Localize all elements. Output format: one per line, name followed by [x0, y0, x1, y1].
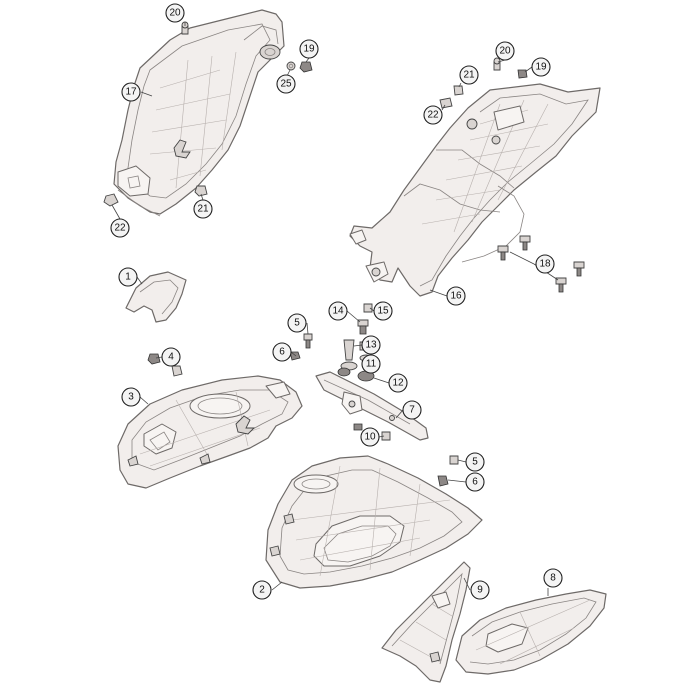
nut-19b [517, 69, 528, 79]
callout-9: 9 [470, 580, 490, 600]
callout-19a: 19 [299, 39, 319, 59]
nut-19a [299, 61, 313, 73]
part-1-cap [125, 271, 187, 323]
callout-label: 16 [450, 291, 462, 302]
callout-8: 8 [543, 568, 563, 588]
callout-6a: 6 [272, 342, 292, 362]
callout-14: 14 [328, 301, 348, 321]
hardware-16-group [439, 57, 585, 293]
callout-label: 6 [279, 347, 285, 358]
callout-6b: 6 [465, 472, 485, 492]
callout-label: 3 [128, 392, 134, 403]
bolts-18 [497, 235, 585, 293]
callout-label: 8 [550, 573, 556, 584]
hardware-17-group [103, 21, 313, 207]
callout-label: 19 [535, 62, 547, 73]
part-9-lower-cover [381, 561, 471, 683]
callout-11: 11 [361, 354, 381, 374]
callout-label: 7 [409, 405, 415, 416]
callout-label: 9 [477, 585, 483, 596]
callout-16: 16 [446, 286, 466, 306]
callout-label: 22 [114, 223, 126, 234]
grommet-21b [453, 85, 464, 96]
callout-13: 13 [361, 335, 381, 355]
callout-label: 18 [539, 259, 551, 270]
callout-label: 2 [259, 585, 265, 596]
callout-22a: 22 [110, 218, 130, 238]
callout-label: 12 [392, 378, 404, 389]
part-3-left-tank-cover [117, 375, 303, 489]
callout-19b: 19 [531, 57, 551, 77]
leader-lines [111, 22, 559, 596]
clip-22b [439, 97, 453, 109]
clip-10 [381, 431, 391, 441]
callout-label: 13 [365, 340, 377, 351]
callout-label: 19 [303, 44, 315, 55]
callout-10: 10 [360, 427, 380, 447]
part-2-right-tank-cover [265, 455, 483, 589]
callout-label: 14 [332, 306, 344, 317]
callout-label: 22 [427, 110, 439, 121]
part-7-bracket [315, 371, 429, 441]
callout-label: 21 [463, 70, 475, 81]
callout-1: 1 [118, 267, 138, 287]
callout-label: 5 [472, 457, 478, 468]
callout-7: 7 [402, 400, 422, 420]
callout-label: 21 [197, 204, 209, 215]
bolt-14 [357, 319, 369, 327]
callout-25: 25 [276, 74, 296, 94]
callout-17: 17 [121, 82, 141, 102]
callout-22b: 22 [423, 105, 443, 125]
callouts: 20 19 25 17 21 22 20 19 21 22 18 [110, 3, 563, 600]
part-16-rear-cover [349, 83, 601, 297]
spacer-13 [343, 339, 355, 361]
clip-22a [103, 193, 119, 207]
callout-label: 4 [168, 352, 174, 363]
callout-4: 4 [161, 347, 181, 367]
nut-6a [289, 351, 301, 361]
callout-21a: 21 [193, 199, 213, 219]
callout-label: 10 [364, 432, 376, 443]
nut-6b [437, 475, 449, 487]
callout-label: 25 [280, 79, 292, 90]
callout-label: 20 [169, 8, 181, 19]
screw-5b [449, 455, 459, 465]
callout-12: 12 [388, 373, 408, 393]
screw-5a [303, 333, 313, 341]
callout-5a: 5 [287, 313, 307, 333]
hardware-center-group [147, 303, 459, 487]
callout-15: 15 [373, 301, 393, 321]
part-17-left-side-cover [113, 9, 285, 217]
callout-21b: 21 [459, 65, 479, 85]
callout-label: 11 [366, 359, 377, 370]
callout-label: 20 [499, 46, 511, 57]
callout-2: 2 [252, 580, 272, 600]
callout-5b: 5 [465, 452, 485, 472]
callout-label: 1 [125, 272, 131, 283]
callout-20a: 20 [165, 3, 185, 23]
grommet-21a [194, 185, 208, 197]
callout-label: 5 [294, 318, 300, 329]
part-8-lower-side-cover [455, 589, 607, 675]
callout-3: 3 [121, 387, 141, 407]
washer-25 [286, 61, 296, 71]
callout-20b: 20 [495, 41, 515, 61]
callout-label: 6 [472, 477, 478, 488]
screw-15 [363, 303, 373, 313]
nut-4 [147, 353, 161, 365]
callout-label: 15 [377, 306, 389, 317]
callout-label: 17 [125, 87, 137, 98]
callout-18: 18 [535, 254, 555, 274]
